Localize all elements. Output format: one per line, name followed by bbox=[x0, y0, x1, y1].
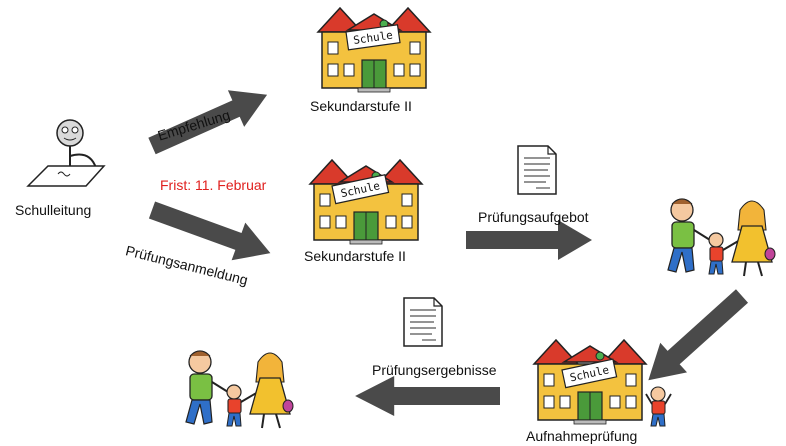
label-exam-invitation: Prüfungsaufgebot bbox=[478, 209, 589, 225]
school-sign-top: Schule bbox=[352, 29, 393, 47]
person-writing-icon bbox=[26, 119, 106, 187]
school-building-icon: Schule bbox=[309, 159, 423, 245]
document-icon bbox=[517, 145, 557, 195]
arrow-icon bbox=[466, 220, 592, 260]
document-icon bbox=[403, 297, 443, 347]
label-school-middle: Sekundarstufe II bbox=[304, 248, 406, 264]
label-principal: Schulleitung bbox=[15, 202, 92, 218]
arrow-icon bbox=[634, 281, 756, 396]
arrow-icon bbox=[355, 376, 500, 416]
school-building-icon: Schule bbox=[533, 339, 647, 425]
family-icon bbox=[667, 198, 776, 277]
label-exam-results: Prüfungsergebnisse bbox=[372, 362, 497, 378]
label-entrance-exam: Aufnahmeprüfung bbox=[526, 428, 638, 444]
school-building-icon: Schule bbox=[317, 7, 431, 93]
label-school-top: Sekundarstufe II bbox=[310, 98, 412, 114]
label-deadline: Frist: 11. Februar bbox=[160, 177, 267, 193]
child-icon bbox=[645, 386, 672, 427]
family-icon bbox=[185, 350, 294, 429]
